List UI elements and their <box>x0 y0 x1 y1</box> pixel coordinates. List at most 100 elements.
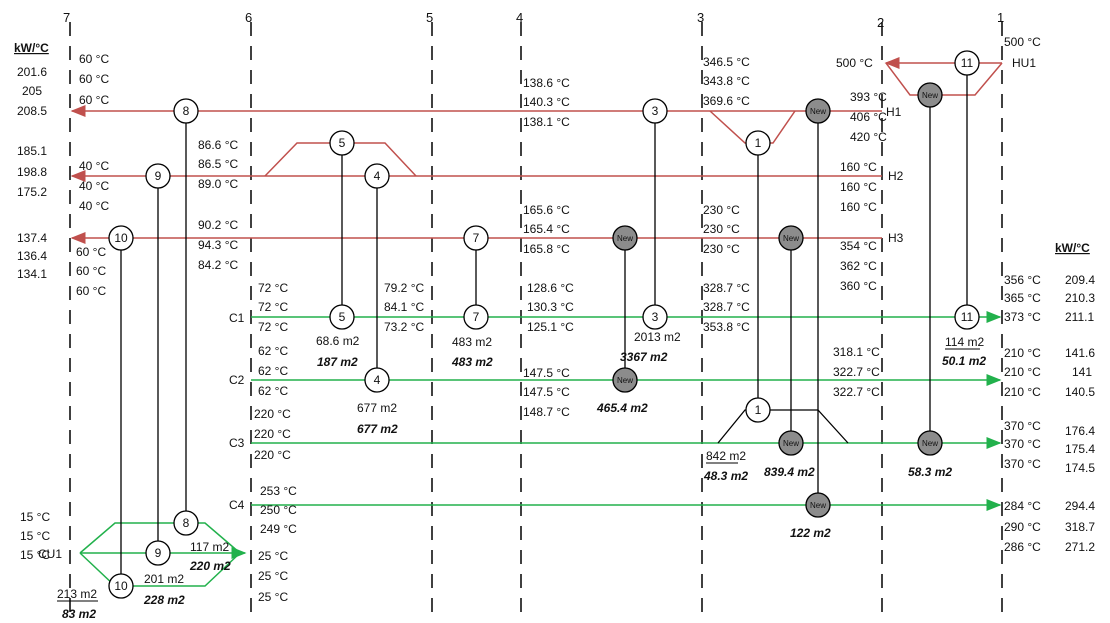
stream-name-c2: C2 <box>229 373 245 387</box>
temp: 72 °C <box>258 281 288 295</box>
temp: 210 °C <box>1004 346 1041 360</box>
hot-streams <box>70 105 882 244</box>
temp: 147.5 °C <box>523 385 570 399</box>
stream-name-h1: H1 <box>886 105 902 119</box>
temp: 500 °C <box>836 56 873 70</box>
temp: 72 °C <box>258 300 288 314</box>
stage-label: 5 <box>426 10 433 25</box>
temp: 343.8 °C <box>703 74 750 88</box>
temp: 253 °C <box>260 484 297 498</box>
temp: 40 °C <box>79 179 109 193</box>
temp: 62 °C <box>258 344 288 358</box>
temp: 60 °C <box>76 245 106 259</box>
exchanger-label-3: 3 <box>652 310 659 324</box>
area-label-1: 842 m2 <box>706 449 746 463</box>
cp-value: 208.5 <box>17 104 47 118</box>
stream-name-h2: H2 <box>888 169 904 183</box>
temp: 322.7 °C <box>833 365 880 379</box>
temp: 286 °C <box>1004 540 1041 554</box>
stream-name-c3: C3 <box>229 436 245 450</box>
temp: 40 °C <box>79 199 109 213</box>
units-header-left: kW/°C <box>14 41 49 55</box>
cp-value: 175.2 <box>17 185 47 199</box>
cp-value: 176.4 <box>1065 424 1095 438</box>
c2-labels: C2 62 °C 62 °C 62 °C 147.5 °C 147.5 °C 1… <box>229 344 1095 419</box>
temp: 40 °C <box>79 159 109 173</box>
temp: 125.1 °C <box>527 320 574 334</box>
temp: 393 °C <box>850 90 887 104</box>
exchanger-label-7: 7 <box>473 231 480 245</box>
temp: 346.5 °C <box>703 55 750 69</box>
temp: 148.7 °C <box>523 405 570 419</box>
temp: 210 °C <box>1004 385 1041 399</box>
stream-name-cu1: CU1 <box>38 547 62 561</box>
stream-name-hu1: HU1 <box>1012 56 1036 70</box>
exchanger-label-11: 11 <box>961 56 974 70</box>
temp: 210 °C <box>1004 365 1041 379</box>
c3-labels: C3 220 °C 220 °C 220 °C 370 °C 370 °C 37… <box>229 407 1095 475</box>
cp-value: 141 <box>1072 365 1092 379</box>
exchanger-label-9: 9 <box>155 546 162 560</box>
temp: 370 °C <box>1004 457 1041 471</box>
c1-labels: C1 72 °C 72 °C 72 °C 79.2 °C 84.1 °C 73.… <box>229 273 1095 334</box>
temp: 90.2 °C <box>198 218 238 232</box>
temp: 60 °C <box>79 52 109 66</box>
temp: 284 °C <box>1004 499 1041 513</box>
temp: 362 °C <box>840 259 877 273</box>
exchanger-numbers: 8 8 9 9 10 10 5 5 4 4 7 7 3 3 1 1 11 11 <box>114 56 973 593</box>
temp: 165.8 °C <box>523 242 570 256</box>
area-label-5: 68.6 m2 <box>316 334 360 348</box>
area-label-9: 201 m2 <box>144 572 184 586</box>
exchanger-label-1: 1 <box>755 403 762 417</box>
temp: 369.6 °C <box>703 94 750 108</box>
temp: 86.5 °C <box>198 157 238 171</box>
temp: 25 °C <box>258 590 288 604</box>
new-area-label-4: 677 m2 <box>357 422 398 436</box>
area-label-3: 2013 m2 <box>634 330 681 344</box>
stage3-temps: 346.5 °C 343.8 °C 369.6 °C 230 °C 230 °C… <box>703 55 750 256</box>
new-label: New <box>810 107 826 116</box>
temp: 86.6 °C <box>198 138 238 152</box>
cp-value: 318.7 <box>1065 520 1095 534</box>
temp: 60 °C <box>79 72 109 86</box>
temp: 370 °C <box>1004 437 1041 451</box>
temp: 84.1 °C <box>384 300 424 314</box>
temp: 230 °C <box>703 222 740 236</box>
new-area-label-11: 50.1 m2 <box>942 354 986 368</box>
cp-value: 134.1 <box>17 267 47 281</box>
area-label-4: 677 m2 <box>357 401 397 415</box>
new-area-label: 122 m2 <box>790 526 831 540</box>
exchanger-label-4: 4 <box>374 373 381 387</box>
temp: 165.4 °C <box>523 222 570 236</box>
new-label: New <box>783 234 799 243</box>
exchanger-label-5: 5 <box>339 310 346 324</box>
temp: 160 °C <box>840 180 877 194</box>
temp: 15 °C <box>20 510 50 524</box>
exchanger-links <box>120 63 968 586</box>
new-area-label-5: 187 m2 <box>317 355 358 369</box>
hu1-loop <box>884 57 1003 96</box>
new-area-label: 58.3 m2 <box>908 465 952 479</box>
temp: 128.6 °C <box>527 281 574 295</box>
new-area-label-7: 483 m2 <box>451 355 493 369</box>
temp: 25 °C <box>258 569 288 583</box>
exchanger-label-5: 5 <box>339 136 346 150</box>
temp: 165.6 °C <box>523 203 570 217</box>
new-label: New <box>783 439 799 448</box>
stage-label: 2 <box>877 15 884 30</box>
temp: 140.3 °C <box>523 95 570 109</box>
temp: 62 °C <box>258 364 288 378</box>
temp: 420 °C <box>850 130 887 144</box>
new-area-label-1: 48.3 m2 <box>703 469 748 483</box>
cp-value: 137.4 <box>17 231 47 245</box>
new-exchanger-labels: New New New New New New New New <box>617 91 938 510</box>
temp: 318.1 °C <box>833 345 880 359</box>
temp: 147.5 °C <box>523 366 570 380</box>
cp-value: 136.4 <box>17 249 47 263</box>
exchanger-label-1: 1 <box>755 136 762 150</box>
hot-cp-left: 201.6 205 208.5 185.1 198.8 175.2 137.4 … <box>17 65 47 281</box>
temp: 15 °C <box>20 529 50 543</box>
exchanger-label-10: 10 <box>114 231 128 245</box>
hot-end-temps: 60 °C 60 °C 60 °C 40 °C 40 °C 40 °C 60 °… <box>76 52 109 298</box>
